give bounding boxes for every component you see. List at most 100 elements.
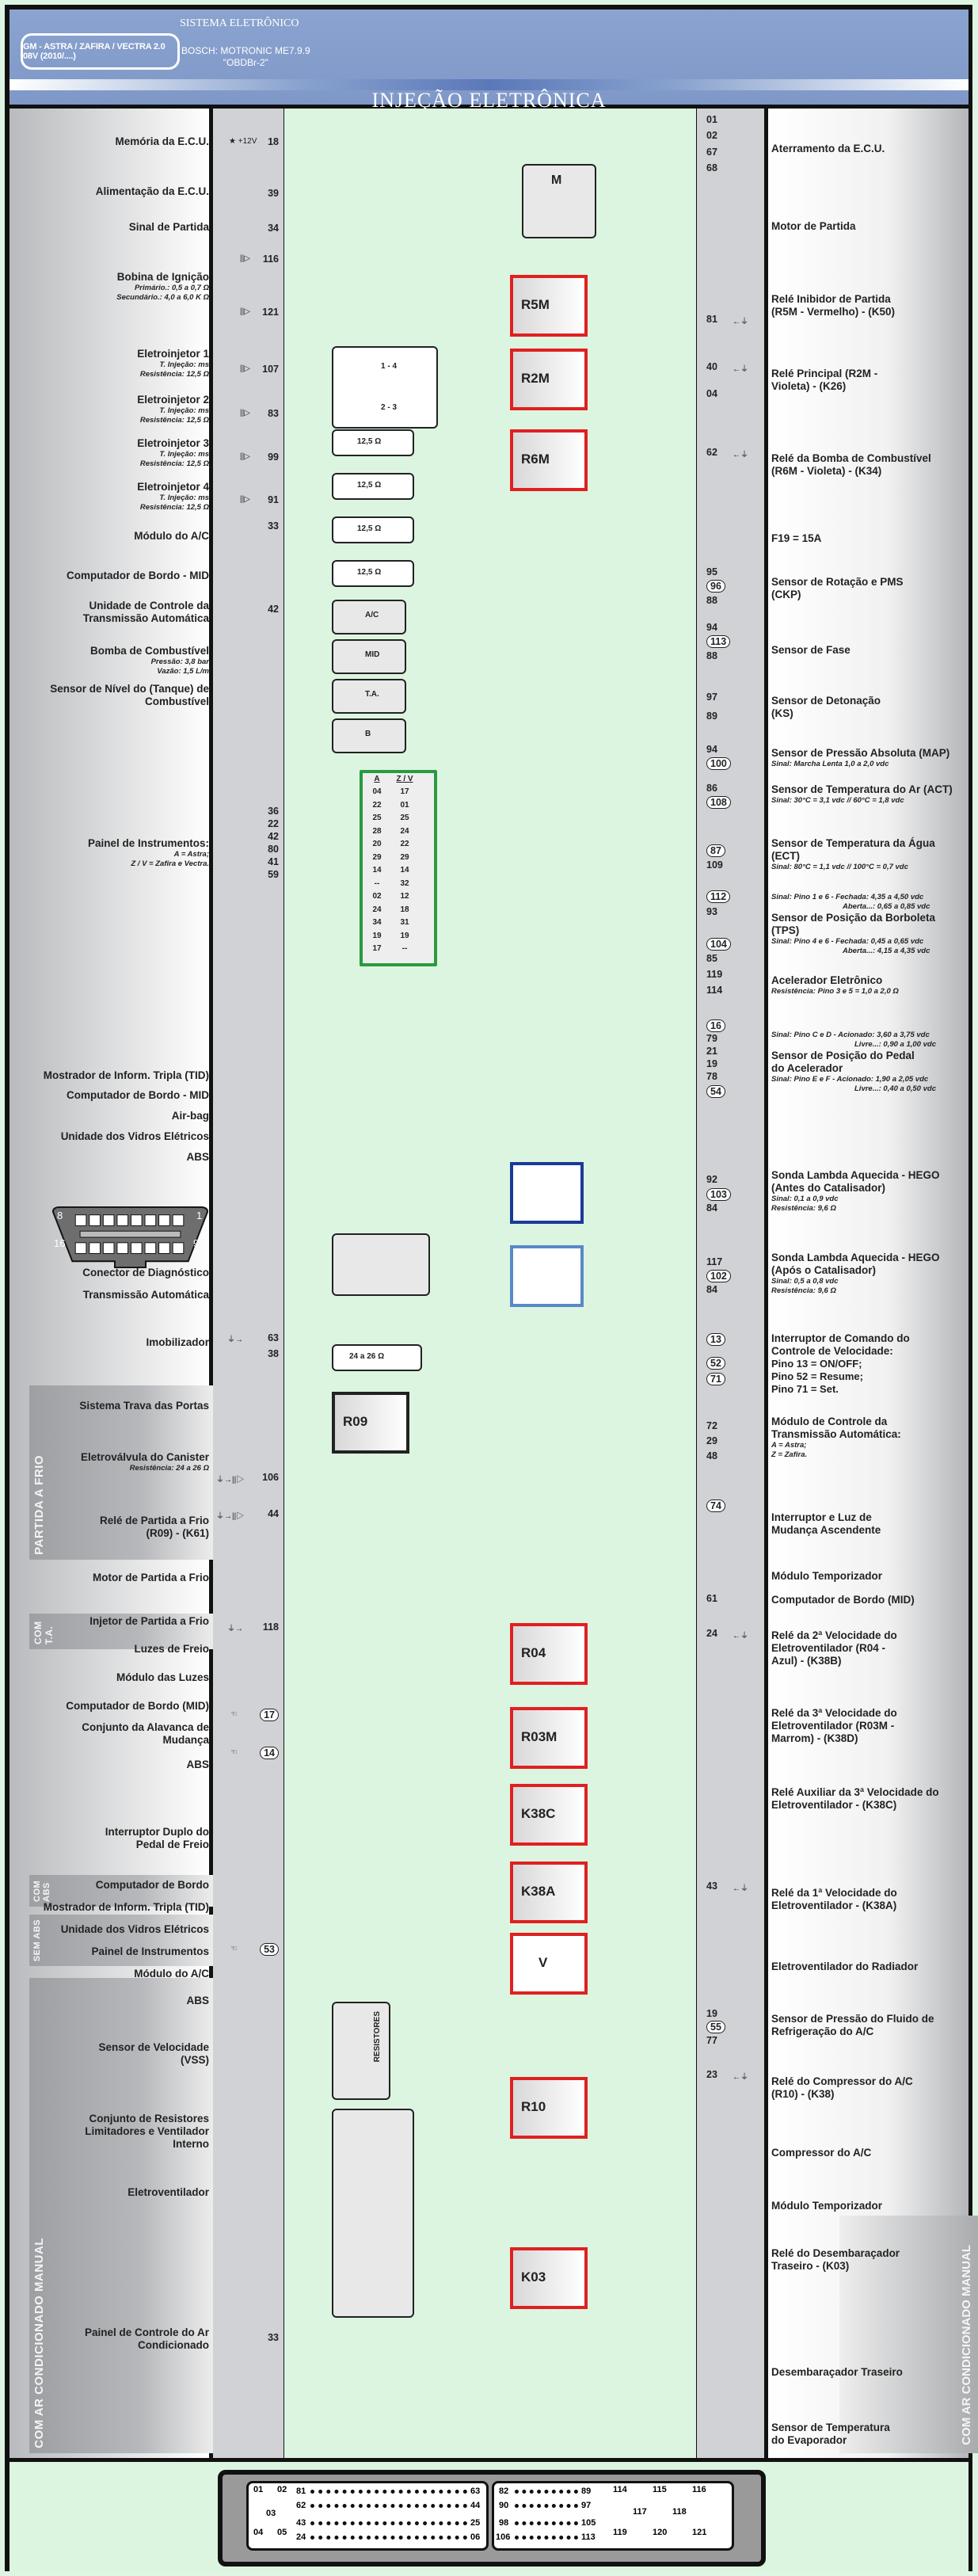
ac-control-panel[interactable] <box>332 2109 414 2318</box>
ecu-pin[interactable]: 88 <box>706 595 717 606</box>
ecu-pin[interactable]: 23 <box>706 2069 717 2080</box>
ecu-pin[interactable]: 100 <box>706 757 731 770</box>
ecu-pin[interactable]: 34 <box>268 223 279 234</box>
ecu-pin[interactable]: 39 <box>268 188 279 199</box>
ac-module[interactable]: A/C <box>332 600 406 634</box>
relay-r10[interactable]: R10 <box>510 2077 588 2139</box>
ecu-pin[interactable]: 29 <box>706 1435 717 1446</box>
injector-4[interactable]: 12,5 Ω <box>332 560 414 587</box>
lambda-after-cat[interactable] <box>510 1245 584 1307</box>
relay-r6m[interactable]: R6M <box>510 429 588 491</box>
ecu-pin[interactable]: 77 <box>706 2035 717 2046</box>
ecu-pin[interactable]: 61 <box>706 1593 717 1604</box>
relay-r5m[interactable]: R5M <box>510 275 588 337</box>
lambda-before-cat[interactable] <box>510 1162 584 1224</box>
ecu-pin[interactable]: 78 <box>706 1071 717 1082</box>
ecu-pin[interactable]: 113 <box>706 635 731 648</box>
ecu-pin[interactable]: 99 <box>268 452 279 463</box>
ecu-pin[interactable]: 91 <box>268 494 279 505</box>
ecu-pin[interactable]: 102 <box>706 1270 731 1282</box>
ecu-pin[interactable]: 103 <box>706 1188 731 1201</box>
ecu-pin[interactable]: 42 <box>268 604 279 615</box>
ecu-pin[interactable]: 95 <box>706 566 717 577</box>
ecu-pin[interactable]: 88 <box>706 650 717 661</box>
ecu-pin[interactable]: 19 <box>706 2008 717 2019</box>
ecu-pin[interactable]: 96 <box>706 580 725 593</box>
ignition-coil[interactable]: 1 - 4 2 - 3 <box>332 346 438 429</box>
relay-r09[interactable]: R09 <box>332 1392 409 1454</box>
ecu-pin[interactable]: 01 <box>706 114 717 125</box>
canister-valve[interactable]: 24 a 26 Ω <box>332 1344 422 1371</box>
ecu-pin[interactable]: 84 <box>706 1284 717 1295</box>
injector-3[interactable]: 12,5 Ω <box>332 516 414 543</box>
ecu-pin[interactable]: 106 <box>262 1472 279 1483</box>
ecu-pin[interactable]: 33 <box>268 520 279 532</box>
ecu-pin[interactable]: 41 <box>268 856 279 867</box>
ecu-pin[interactable]: 72 <box>706 1420 717 1431</box>
ecu-pin[interactable]: 36 <box>268 806 279 817</box>
resistor-pack[interactable]: RESISTORES <box>332 2002 390 2100</box>
ecu-pin[interactable]: 112 <box>706 890 731 903</box>
ecu-pin[interactable]: 117 <box>706 1256 723 1267</box>
relay-r04[interactable]: R04 <box>510 1623 588 1685</box>
ecu-pin[interactable]: 89 <box>706 711 717 722</box>
ecu-pin[interactable]: 63 <box>268 1332 279 1343</box>
ecu-pin[interactable]: 04 <box>706 388 717 399</box>
immobilizer-module[interactable] <box>332 1233 430 1296</box>
ecu-pin[interactable]: 109 <box>706 859 723 871</box>
ecu-pin[interactable]: 53 <box>260 1943 279 1956</box>
ecu-pin[interactable]: 21 <box>706 1046 717 1057</box>
ecu-pin[interactable]: 83 <box>268 408 279 419</box>
ecu-pin[interactable]: 24 <box>706 1628 717 1639</box>
injector-2[interactable]: 12,5 Ω <box>332 473 414 500</box>
ecu-pin[interactable]: 59 <box>268 869 279 880</box>
fuel-pump[interactable]: B <box>332 718 406 753</box>
relay-k38a[interactable]: K38A <box>510 1862 588 1923</box>
ecu-pin[interactable]: 94 <box>706 622 717 633</box>
ecu-pin[interactable]: 17 <box>260 1709 279 1721</box>
ecu-pin[interactable]: 55 <box>706 2021 725 2033</box>
relay-r03m[interactable]: R03M <box>510 1707 588 1769</box>
ecu-pin[interactable]: 119 <box>706 969 723 980</box>
ecu-pin[interactable]: 86 <box>706 783 717 794</box>
ta-module[interactable]: T.A. <box>332 679 406 714</box>
ecu-pin[interactable]: 121 <box>262 307 279 318</box>
ecu-pin[interactable]: 38 <box>268 1348 279 1359</box>
ecu-pin[interactable]: 118 <box>262 1621 279 1633</box>
ecu-pin[interactable]: 80 <box>268 844 279 855</box>
ecu-pin[interactable]: 79 <box>706 1033 717 1044</box>
ecu-pin[interactable]: 13 <box>706 1333 725 1346</box>
ecu-pin[interactable]: 52 <box>706 1357 725 1370</box>
ecu-pin[interactable]: 22 <box>268 818 279 829</box>
ecu-pin[interactable]: 02 <box>706 130 717 141</box>
relay-k38c[interactable]: K38C <box>510 1784 588 1846</box>
ecu-pin[interactable]: 16 <box>706 1019 725 1032</box>
ecu-pin[interactable]: 97 <box>706 692 717 703</box>
ecu-pin[interactable]: 81 <box>706 314 717 325</box>
relay-k03[interactable]: K03 <box>510 2247 588 2309</box>
ecu-pin[interactable]: 87 <box>706 844 725 857</box>
ecu-pin[interactable]: 40 <box>706 361 717 372</box>
relay-r2m[interactable]: R2M <box>510 349 588 410</box>
ecu-pin[interactable]: 42 <box>268 831 279 842</box>
ecu-pin[interactable]: 114 <box>706 985 723 996</box>
ecu-pin[interactable]: 54 <box>706 1085 725 1098</box>
ecu-pin[interactable]: 68 <box>706 162 717 173</box>
ecu-pin[interactable]: 108 <box>706 796 731 809</box>
ecu-pin[interactable]: 62 <box>706 447 717 458</box>
ecu-pin[interactable]: 92 <box>706 1174 717 1185</box>
ecu-pin[interactable]: 116 <box>262 253 279 265</box>
ecu-pin[interactable]: 33 <box>268 2332 279 2343</box>
ecu-pin[interactable]: 48 <box>706 1450 717 1461</box>
ecu-pin[interactable]: 19 <box>706 1058 717 1069</box>
radiator-fan[interactable]: V <box>510 1933 588 1995</box>
ecu-pin[interactable]: 43 <box>706 1881 717 1892</box>
ecu-pin[interactable]: 44 <box>268 1508 279 1519</box>
ecu-pin[interactable]: 71 <box>706 1373 725 1385</box>
ecu-pin[interactable]: 94 <box>706 744 717 755</box>
ecu-pin[interactable]: 18 <box>268 136 279 147</box>
ecu-pin[interactable]: 104 <box>706 938 731 951</box>
starter-motor[interactable]: M <box>522 164 596 238</box>
ecu-pin[interactable]: 67 <box>706 147 717 158</box>
